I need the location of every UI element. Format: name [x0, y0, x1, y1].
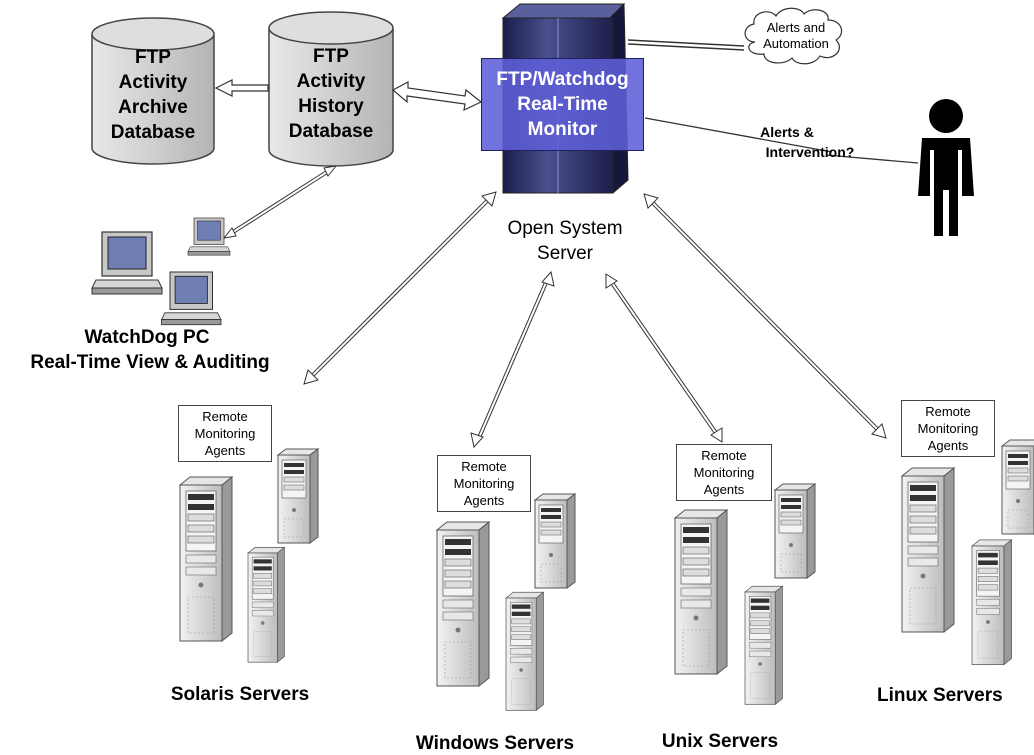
watchdog-pc-medium: [160, 271, 222, 326]
agent-line-2: Monitoring: [453, 476, 515, 491]
windows-server-group: [436, 493, 576, 711]
unix-servers-label: Unix Servers: [661, 731, 779, 752]
server-unix-arrow: [605, 273, 723, 443]
unix-server-group: [674, 483, 816, 705]
cloud-label: Alerts and Automation: [756, 20, 836, 52]
watchdog-pc-label: WatchDog PC Real-Time View & Auditing: [0, 325, 300, 375]
watchdog-pc-line-2: Real-Time View & Auditing: [30, 352, 270, 373]
unix-agent-box: Remote Monitoring Agents: [676, 444, 772, 501]
agent-line-2: Monitoring: [693, 465, 755, 480]
history-db-line-1: FTP: [313, 46, 349, 67]
history-database-cylinder: [268, 11, 394, 167]
watchdog-pc-line-1: WatchDog PC: [84, 327, 210, 348]
intervention-line: [644, 117, 833, 153]
realtime-monitor-box: FTP/Watchdog Real-Time Monitor: [481, 58, 644, 151]
archive-db-line-2: Activity: [118, 72, 188, 93]
agent-line-3: Agents: [927, 438, 969, 453]
agent-line-3: Agents: [463, 493, 505, 508]
history-database-label: FTP Activity History Database: [269, 44, 393, 144]
archive-db-line-3: Archive: [118, 97, 188, 118]
cloud-line-1: Alerts and: [766, 20, 826, 35]
watchdog-pc-large: [91, 231, 163, 295]
history-db-line-3: History: [298, 96, 364, 117]
archive-database-label: FTP Activity Archive Database: [92, 45, 214, 145]
agent-line-2: Monitoring: [917, 421, 979, 436]
agent-line-1: Remote: [461, 459, 507, 474]
agent-line-1: Remote: [701, 448, 747, 463]
watchdog-pc-small: [187, 217, 231, 256]
archive-history-arrow: [214, 79, 269, 97]
agent-line-3: Agents: [204, 443, 246, 458]
archive-database-cylinder: [91, 17, 215, 165]
monitor-line-1: FTP/Watchdog: [496, 69, 629, 90]
solaris-servers-label: Solaris Servers: [170, 684, 310, 705]
agent-line-2: Monitoring: [194, 426, 256, 441]
agent-line-1: Remote: [202, 409, 248, 424]
alerts-automation-cloud: [744, 7, 843, 65]
solaris-server-group: [179, 448, 319, 663]
solaris-agent-box: Remote Monitoring Agents: [178, 405, 272, 462]
windows-servers-label: Windows Servers: [415, 733, 575, 754]
oss-line-1: Open System: [507, 218, 623, 239]
linux-servers-label: Linux Servers: [877, 685, 1003, 706]
person-icon: [918, 99, 974, 236]
cloud-connector-line: [627, 39, 745, 47]
cloud-line-2: Automation: [763, 36, 829, 51]
linux-agent-box: Remote Monitoring Agents: [901, 400, 995, 457]
server-solaris-arrow: [303, 191, 497, 385]
server-windows-arrow: [470, 270, 555, 449]
oss-line-2: Server: [537, 243, 593, 264]
open-system-server-label: Open System Server: [480, 216, 650, 266]
intervention-label: Alerts & Intervention?: [712, 122, 862, 162]
windows-agent-box: Remote Monitoring Agents: [437, 455, 531, 512]
intervention-line-1: Alerts &: [760, 124, 814, 140]
monitor-line-3: Monitor: [527, 119, 598, 140]
archive-db-line-1: FTP: [135, 47, 171, 68]
agent-line-3: Agents: [703, 482, 745, 497]
intervention-line-2: Intervention?: [765, 144, 855, 160]
history-db-line-2: Activity: [296, 71, 366, 92]
agent-line-1: Remote: [925, 404, 971, 419]
linux-server-group: [901, 439, 1034, 665]
archive-db-line-4: Database: [110, 122, 196, 143]
server-linux-arrow: [643, 193, 887, 439]
history-db-line-4: Database: [288, 121, 374, 142]
monitor-line-2: Real-Time: [517, 94, 608, 115]
history-pc-arrow: [222, 165, 338, 239]
history-monitor-arrow: [391, 81, 483, 112]
